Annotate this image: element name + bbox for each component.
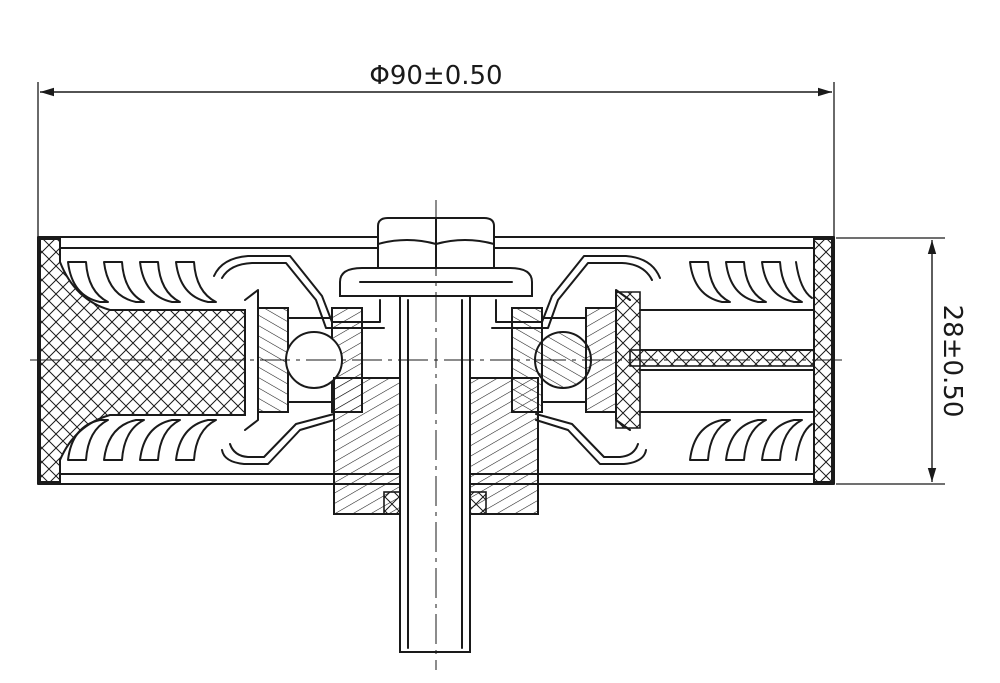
width-dimension: 28±0.50 bbox=[836, 237, 967, 485]
ribs-top-right bbox=[689, 261, 813, 303]
o-ring-right bbox=[469, 491, 487, 515]
o-ring-left bbox=[383, 491, 401, 515]
ribs-bottom-left bbox=[67, 419, 217, 461]
diameter-label: Φ90±0.50 bbox=[369, 61, 502, 91]
dust-shield-bottom bbox=[221, 413, 647, 465]
diameter-dimension: Φ90±0.50 bbox=[37, 61, 835, 237]
right-web-section bbox=[629, 349, 815, 367]
dust-shield-top bbox=[213, 255, 661, 329]
ribs-top-left bbox=[67, 261, 217, 303]
center-lines bbox=[30, 200, 842, 670]
bolt-shank bbox=[399, 295, 471, 653]
width-label: 28±0.50 bbox=[937, 305, 967, 418]
spacer-sleeve bbox=[333, 377, 539, 515]
bolt bbox=[339, 217, 533, 653]
ribs-bottom-right bbox=[689, 419, 813, 461]
